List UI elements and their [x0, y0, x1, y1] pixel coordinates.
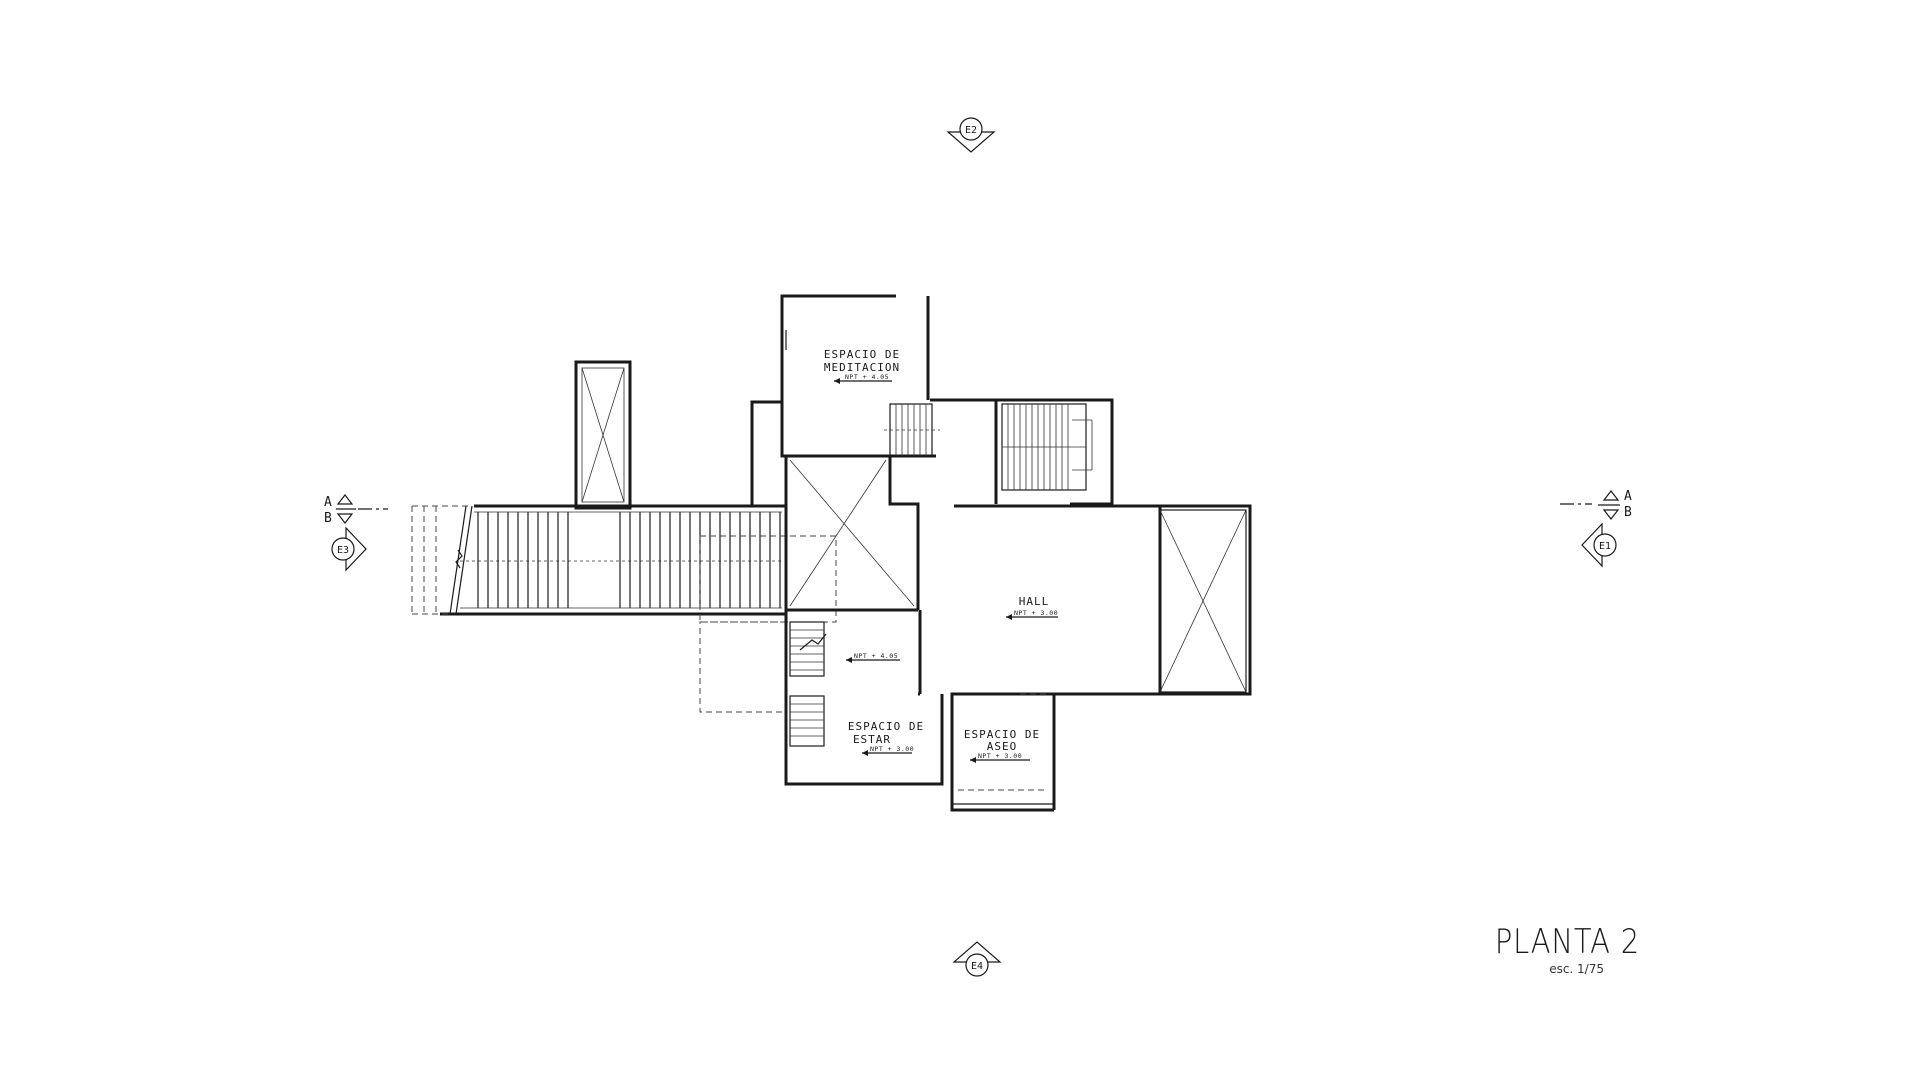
plan-title: PLANTA 2	[1494, 922, 1640, 962]
section-cut-left: A B	[324, 494, 388, 526]
vertical-shaft	[574, 360, 632, 510]
stair-treads	[477, 512, 781, 608]
title-block: PLANTA 2 esc. 1/75	[1460, 922, 1640, 976]
meditacion-label-line2: MEDITACION	[824, 361, 900, 374]
aseo-label-line2: ASEO	[987, 740, 1018, 753]
cut-letter-a-right: A	[1624, 489, 1632, 504]
landing-level: NPT + 4.05	[854, 652, 898, 660]
room-aseo: ESPACIO DE ASEO NPT + 3.00	[951, 693, 1055, 805]
elevation-marker-e4: E4	[952, 941, 1002, 977]
room-estar: NPT + 4.05 ESPACIO DE ESTAR NPT + 3.00	[784, 610, 944, 786]
cut-letter-a-left: A	[324, 495, 332, 510]
cut-letter-b-left: B	[324, 511, 332, 526]
west-stair-bridge	[411, 504, 837, 713]
estar-level: NPT + 3.00	[870, 745, 914, 753]
cut-letter-b-right: B	[1624, 505, 1632, 520]
marker-label-e2: E2	[965, 125, 977, 136]
elevation-marker-e2: E2	[946, 117, 996, 153]
central-void	[750, 400, 920, 612]
room-meditacion: ESPACIO DE MEDITACION NPT + 4.05	[780, 294, 940, 458]
meditacion-label-line1: ESPACIO DE	[824, 348, 900, 361]
estar-label-line2: ESTAR	[853, 733, 891, 746]
hall-label: HALL	[1019, 595, 1050, 608]
aseo-level: NPT + 3.00	[978, 752, 1022, 760]
elevation-marker-e3: E3	[331, 526, 367, 572]
room-hall: HALL NPT + 3.00	[918, 504, 1252, 812]
marker-label-e4: E4	[971, 961, 983, 972]
plan-scale: esc. 1/75	[1549, 962, 1604, 976]
meditacion-level: NPT + 4.05	[845, 373, 889, 381]
aseo-label-line1: ESPACIO DE	[964, 728, 1040, 741]
elevation-marker-e1: E1	[1581, 522, 1617, 568]
north-staircase	[930, 398, 1114, 506]
hall-level: NPT + 3.00	[1014, 609, 1058, 617]
estar-label-line1: ESPACIO DE	[848, 720, 924, 733]
marker-label-e3: E3	[337, 545, 349, 556]
section-cut-right: A B	[1560, 489, 1632, 520]
marker-label-e1: E1	[1599, 541, 1611, 552]
